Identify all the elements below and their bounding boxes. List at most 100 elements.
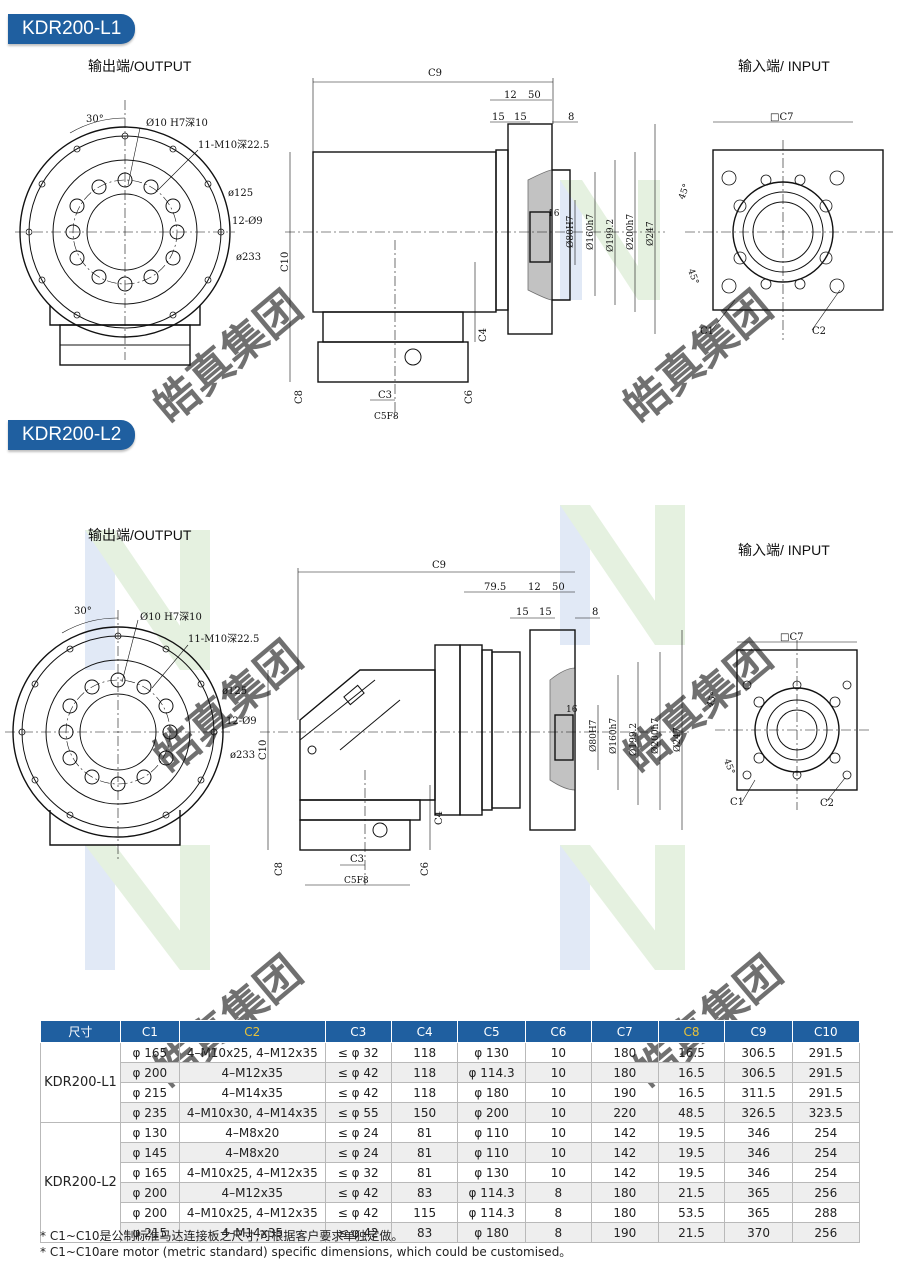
table-cell: 10	[524, 1102, 592, 1123]
c4-label: C4	[434, 811, 445, 825]
table-cell: φ 180	[457, 1222, 526, 1243]
tapped-holes-label: 11-M10深22.5	[198, 139, 269, 151]
c8-label: C8	[294, 390, 305, 404]
table-cell: 118	[390, 1062, 459, 1083]
d160-label: Ø160h7	[585, 214, 596, 250]
model-badge-l2: KDR200-L2	[8, 420, 136, 450]
c7-label: □C7	[780, 632, 803, 643]
table-cell: 19.5	[657, 1142, 726, 1163]
header-c7: C7	[590, 1020, 659, 1043]
c2-label: C2	[820, 798, 834, 809]
d50-label: 50	[528, 90, 541, 101]
d199-label: Ø199.2	[628, 723, 639, 756]
table-cell: 180	[590, 1062, 659, 1083]
table-cell: φ 200	[119, 1182, 180, 1203]
header-size: 尺寸	[40, 1020, 121, 1043]
table-cell: φ 110	[457, 1122, 526, 1143]
table-cell: 19.5	[657, 1162, 726, 1183]
d15b-label: 15	[539, 607, 552, 618]
table-cell: 4–M10x25, 4–M12x35	[178, 1042, 326, 1063]
angle-45a-label: 45°	[677, 183, 692, 201]
bolt-holes-l2	[58, 672, 178, 792]
angle-label: 30°	[86, 114, 104, 125]
table-cell: 365	[724, 1202, 793, 1223]
table-cell: 16.5	[657, 1082, 726, 1103]
table-cell: 370	[724, 1222, 793, 1243]
d15a-label: 15	[516, 607, 529, 618]
header-c1: C1	[119, 1020, 180, 1043]
table-cell: ≤ φ 42	[324, 1182, 392, 1203]
holes12-label: 12-Ø9	[226, 716, 257, 727]
table-cell: 346	[724, 1122, 793, 1143]
table-cell: 365	[724, 1182, 793, 1203]
c2-label: C2	[812, 326, 826, 337]
side-view-l2: C9 79.5 12 50 15 15 8 C10 C4 C3 C5F8 C8 …	[258, 560, 690, 886]
table-cell: 190	[590, 1222, 659, 1243]
d12-label: 12	[528, 582, 541, 593]
table-cell: φ 215	[119, 1222, 180, 1243]
table-cell: 21.5	[657, 1222, 726, 1243]
table-cell: 10	[524, 1142, 592, 1163]
c4-label: C4	[478, 328, 489, 342]
table-cell: 8	[524, 1222, 592, 1243]
table-cell: 118	[390, 1082, 459, 1103]
table-cell: 256	[791, 1182, 861, 1203]
table-cell: 4–M10x25, 4–M12x35	[178, 1202, 326, 1223]
c6-label: C6	[420, 862, 431, 876]
table-cell: 180	[590, 1042, 659, 1063]
table-cell: 83	[390, 1182, 459, 1203]
table-cell: ≤ φ 32	[324, 1042, 392, 1063]
d80-label: Ø80H7	[588, 719, 599, 752]
d247-label: Ø247	[645, 221, 656, 246]
table-cell: φ 145	[119, 1142, 180, 1163]
table-cell: 288	[791, 1202, 861, 1223]
header-c6: C6	[524, 1020, 592, 1043]
pin-hole-label: Ø10 H7深10	[146, 117, 208, 129]
table-cell: 142	[590, 1162, 659, 1183]
d8-label: 8	[592, 607, 598, 618]
table-cell: φ 114.3	[457, 1202, 526, 1223]
holes12-label: 12-Ø9	[232, 216, 263, 227]
table-cell: 4–M8x20	[178, 1142, 326, 1163]
d247-label: Ø247	[672, 727, 683, 752]
table-cell: 306.5	[724, 1062, 793, 1083]
table-cell: φ 180	[457, 1082, 526, 1103]
output-flange-view-l1: 30° Ø10 H7深10 11-M10深22.5 ø125 12-Ø9 ø23…	[15, 100, 269, 366]
d233-label: ø233	[230, 750, 255, 761]
d12-label: 12	[504, 90, 517, 101]
table-cell: 291.5	[791, 1082, 861, 1103]
c8-label: C8	[274, 862, 285, 876]
input-view-l1: □C7 45° 45° C1 C2	[677, 112, 895, 340]
table-cell: 311.5	[724, 1082, 793, 1103]
footnote-cn: * C1~C10是公制标准马达连接板之尺寸,可根据客户要求单独定做。	[40, 1229, 404, 1243]
header-c3: C3	[324, 1020, 392, 1043]
pin-hole-label: Ø10 H7深10	[140, 611, 202, 623]
table-cell: 81	[390, 1162, 459, 1183]
input-view-l2: □C7 45° 45° C1 C2	[705, 632, 870, 810]
table-cell: 254	[791, 1142, 861, 1163]
c10-label: C10	[280, 252, 291, 272]
c7-label: □C7	[770, 112, 793, 123]
input-caption-l1: 输入端/ INPUT	[738, 58, 830, 74]
d8-label: 8	[568, 112, 574, 123]
c3-label: C3	[378, 390, 392, 401]
table-cell: 220	[590, 1102, 659, 1123]
header-c5: C5	[457, 1020, 526, 1043]
c3-label: C3	[350, 854, 364, 865]
table-cell: 118	[390, 1042, 459, 1063]
table-cell: 150	[390, 1102, 459, 1123]
table-cell: 4–M14x35	[178, 1222, 326, 1243]
header-c9: C9	[724, 1020, 793, 1043]
d16-label: 16	[566, 705, 578, 715]
table-cell: 4–M10x30, 4–M14x35	[178, 1102, 326, 1123]
table-cell: 4–M12x35	[178, 1062, 326, 1083]
table-cell: 21.5	[657, 1182, 726, 1203]
